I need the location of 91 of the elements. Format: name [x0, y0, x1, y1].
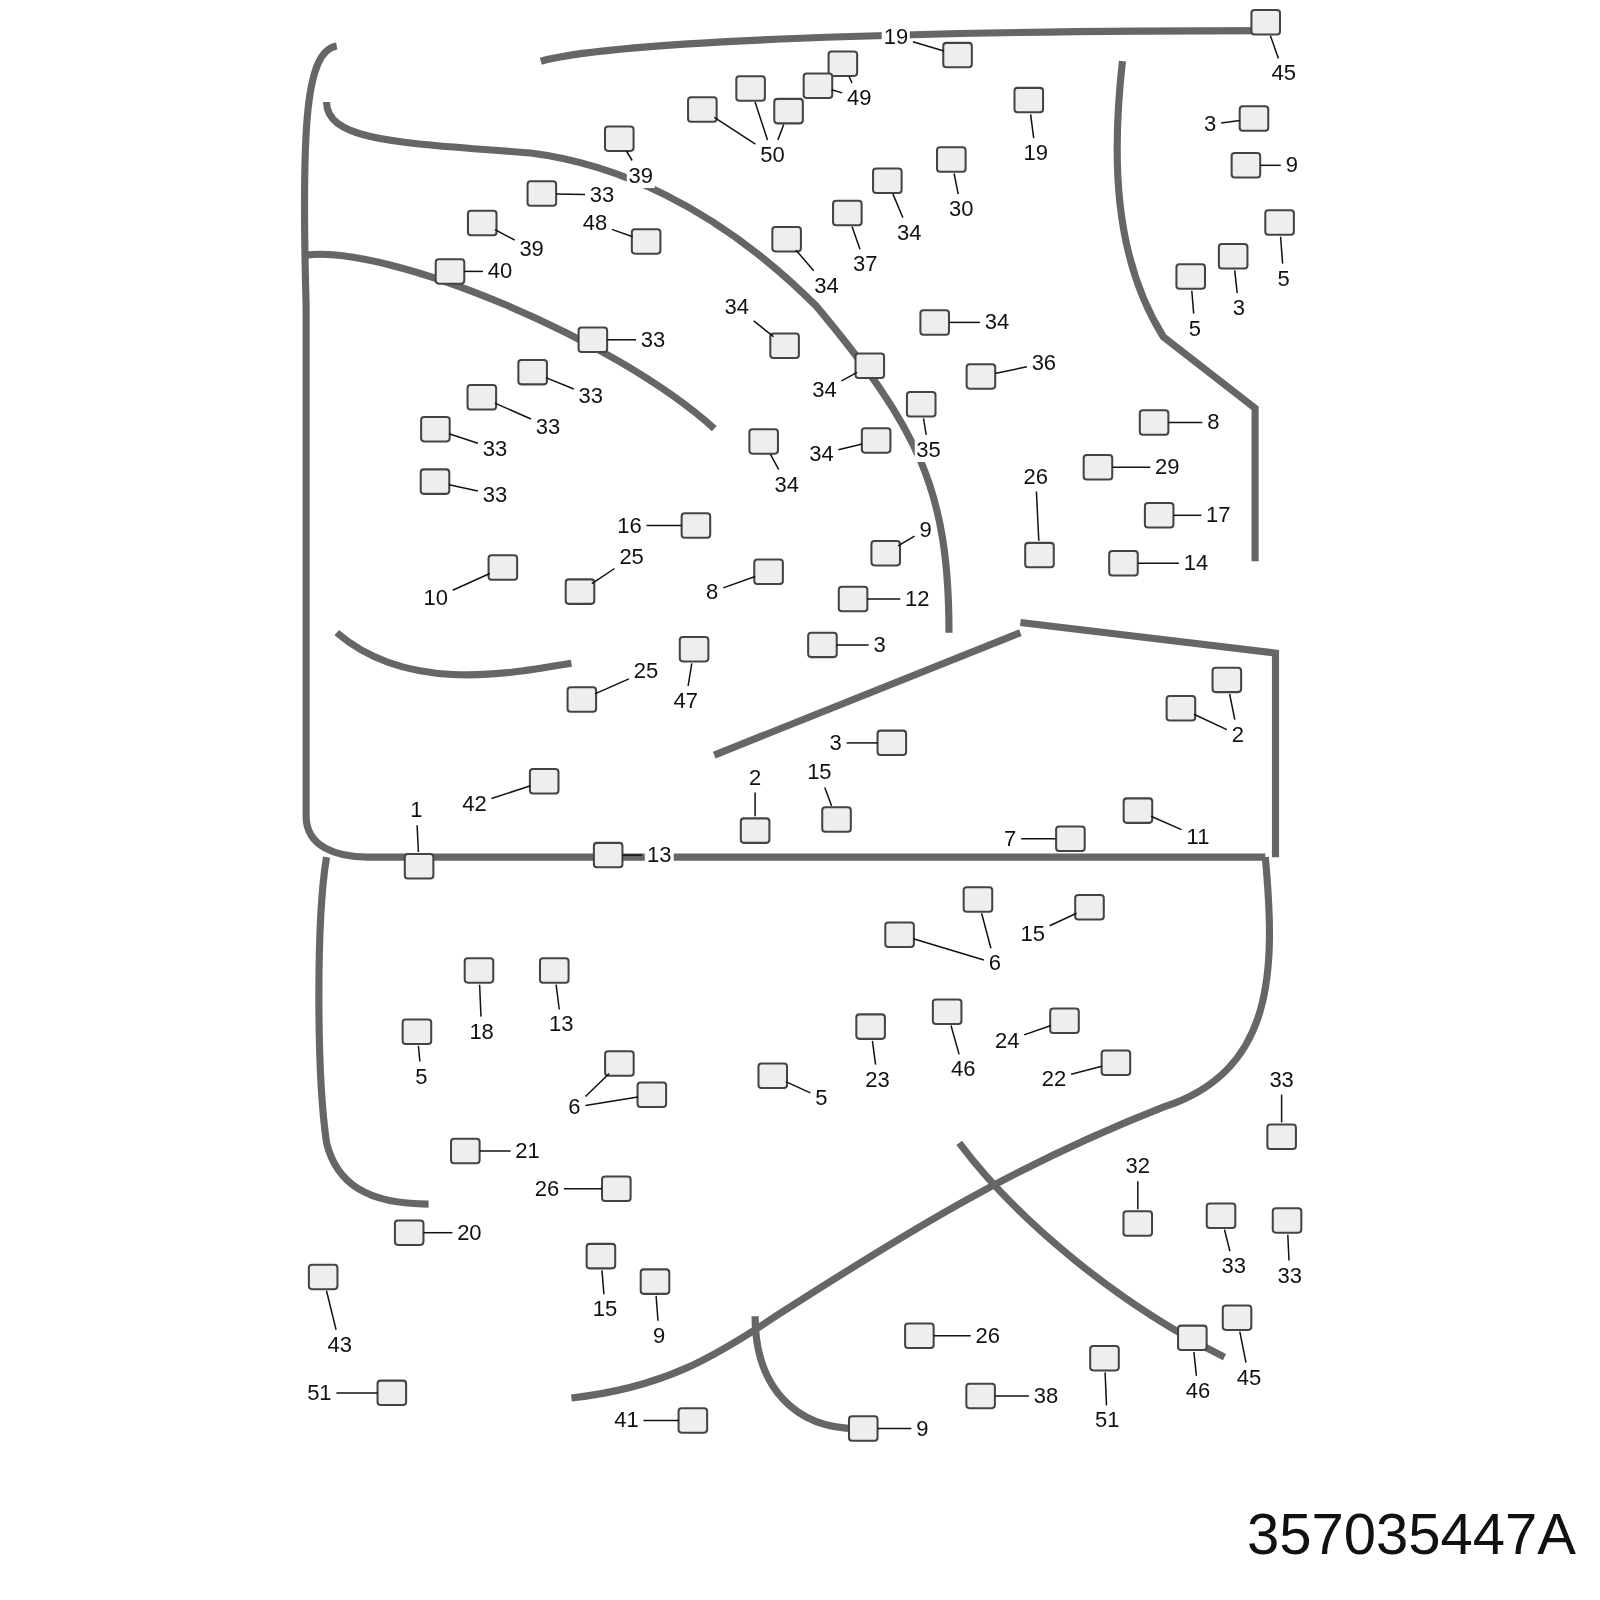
leader-line: [845, 742, 879, 744]
leader-line: [1020, 838, 1057, 840]
leader-line: [1023, 1024, 1052, 1036]
leader-line: [584, 1072, 610, 1098]
leader-line: [1269, 34, 1280, 60]
leader-line: [769, 453, 780, 471]
leader-line: [601, 1269, 605, 1295]
leader-line: [912, 938, 985, 961]
leader-line: [824, 786, 833, 807]
leader-line: [795, 249, 815, 272]
leader-line: [1239, 1330, 1247, 1364]
leader-line: [922, 417, 927, 436]
leader-line: [876, 1427, 913, 1430]
leader-line: [611, 228, 634, 238]
leader-line: [655, 1295, 659, 1322]
leader-line: [555, 193, 586, 196]
leader-line: [545, 376, 575, 390]
leader-line: [1287, 1233, 1290, 1262]
leader-line: [950, 1024, 960, 1056]
leader-line: [687, 662, 693, 687]
leader-line: [1280, 1093, 1283, 1124]
leader-line: [563, 1188, 603, 1190]
leader-line: [621, 854, 643, 856]
leader-line: [1233, 269, 1238, 294]
leader-line: [953, 172, 959, 195]
leader-line: [1111, 466, 1152, 469]
leader-line: [848, 75, 853, 84]
leader-line: [1070, 1065, 1103, 1075]
leader-line: [606, 339, 637, 341]
leader-line: [555, 983, 561, 1011]
leader-line: [448, 432, 479, 445]
leader-line: [642, 1419, 680, 1422]
leader-line: [494, 228, 516, 241]
leader-line: [1167, 421, 1204, 424]
leader-line: [335, 1392, 379, 1394]
leader-line: [1259, 164, 1282, 167]
leader-line: [777, 123, 785, 141]
leader-line: [416, 824, 420, 853]
leader-line: [912, 41, 945, 52]
leader-line: [784, 1080, 812, 1094]
leader-line: [1172, 514, 1203, 517]
leader-line: [1223, 1228, 1231, 1253]
leader-line: [1279, 235, 1284, 265]
leader-line: [851, 225, 861, 251]
leader-line: [594, 678, 630, 695]
leader-line: [1193, 1351, 1198, 1377]
leader-line: [1228, 693, 1236, 721]
leader-line: [754, 791, 756, 818]
leader-line: [417, 1045, 421, 1063]
leader-line: [980, 912, 992, 950]
leader-line: [591, 567, 616, 585]
leader-line: [1191, 290, 1195, 315]
leader-line: [1137, 1180, 1139, 1210]
leader-line: [866, 598, 902, 600]
leader-line: [713, 116, 757, 145]
callout-number: 35: [914, 438, 943, 462]
leader-line: [752, 320, 775, 338]
leader-line: [994, 366, 1028, 375]
leader-line: [478, 1150, 512, 1152]
leader-line: [325, 1290, 337, 1331]
leader-line: [1035, 490, 1040, 542]
leader-line: [835, 644, 870, 646]
leader-line: [892, 193, 904, 219]
leader-line: [754, 101, 769, 141]
leader-line: [1048, 912, 1078, 927]
leader-line: [1193, 713, 1228, 731]
leader-line: [840, 371, 858, 382]
leader-line: [1029, 113, 1035, 139]
leader-line: [897, 535, 916, 547]
leader-line: [1150, 815, 1183, 831]
leader-line: [422, 1231, 454, 1234]
leader-line: [837, 443, 863, 451]
leader-line: [463, 270, 484, 273]
leader-line: [645, 524, 683, 527]
leader-line: [722, 575, 756, 589]
leader-line: [932, 1334, 972, 1337]
part-number: 357035447A: [1247, 1500, 1576, 1567]
leader-line: [584, 1096, 639, 1107]
leader-line: [478, 983, 482, 1018]
leader-line: [490, 784, 532, 800]
leader-line: [948, 321, 981, 324]
leader-line: [830, 89, 843, 94]
leader-line: [494, 402, 532, 420]
leader-line: [1137, 562, 1180, 565]
leader-line: [625, 150, 633, 162]
leader-line: [1220, 119, 1241, 124]
leader-line: [871, 1040, 877, 1066]
leader-line: [1104, 1371, 1108, 1407]
leader-line: [451, 572, 491, 592]
leader-line: [994, 1395, 1030, 1397]
leader-line: [448, 483, 479, 492]
